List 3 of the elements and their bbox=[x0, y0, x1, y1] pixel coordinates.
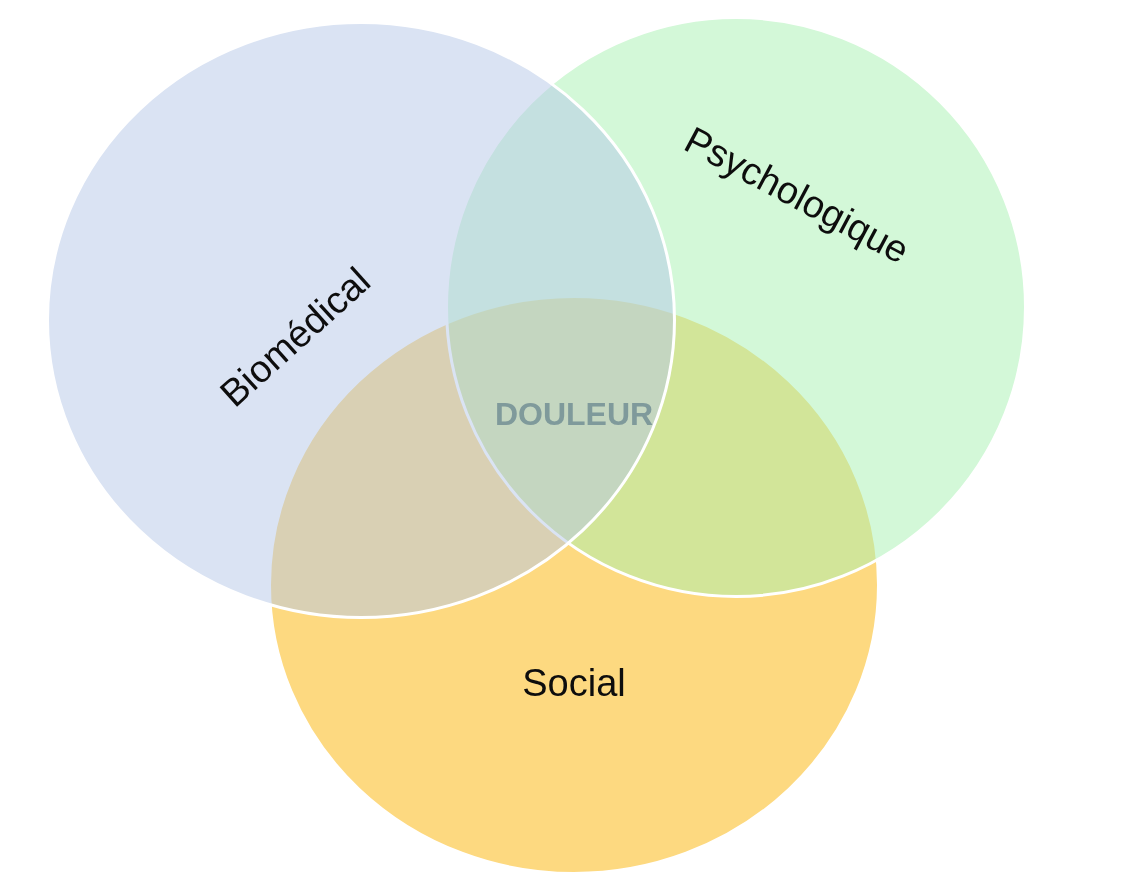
venn-circle bbox=[46, 21, 676, 619]
overlap-label: DOULEUR bbox=[494, 398, 654, 430]
circle-label: Social bbox=[522, 664, 626, 702]
